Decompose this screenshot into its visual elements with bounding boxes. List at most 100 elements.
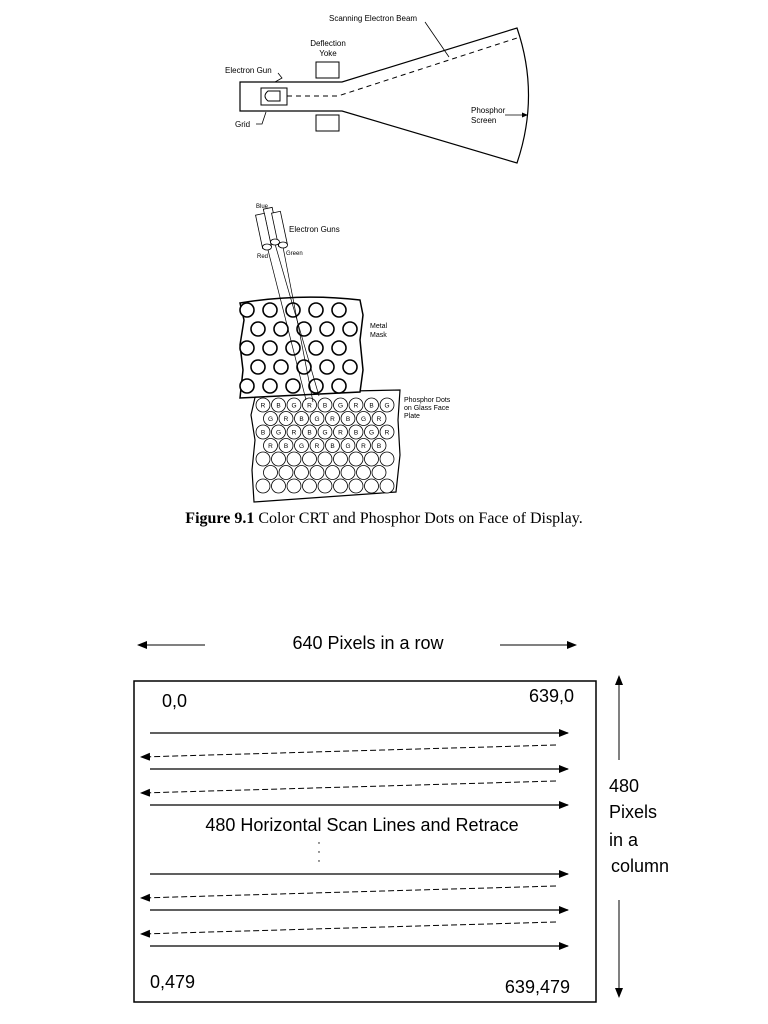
continuation-dot (318, 851, 320, 853)
phosphor-dot (271, 424, 286, 440)
phosphor-dot (379, 424, 395, 440)
grid-leader (256, 111, 267, 125)
phosphor-dot (340, 465, 356, 480)
corner-bottom-right: 639,479 (505, 977, 570, 997)
phosphor-dot-letter: B (284, 443, 288, 450)
phosphor-dot-letter: G (322, 430, 327, 437)
deflection-yoke-top (315, 61, 340, 79)
screen-label-line2: Screen (471, 116, 496, 125)
phosphor-dot (317, 478, 333, 494)
continuation-dot (318, 860, 320, 862)
phosphor-dot (263, 411, 278, 426)
phosphor-dot (371, 438, 387, 453)
electron-guns-label: Electron Guns (289, 225, 340, 234)
phosphor-dot-letter: G (338, 403, 343, 410)
figure-caption-text: Color CRT and Phosphor Dots on Face of D… (254, 510, 583, 527)
phosphor-dot (333, 451, 348, 467)
mask-hole (262, 378, 278, 394)
phosphor-dot-letter: R (315, 443, 320, 450)
mask-hole (331, 340, 347, 356)
phosphor-dot-letter: B (354, 430, 358, 437)
mask-hole (285, 378, 301, 394)
corner-top-right: 639,0 (529, 686, 574, 706)
phosphor-dot-letter: G (314, 416, 319, 423)
phosphor-dot (325, 438, 340, 453)
phosphor-dot (325, 411, 340, 426)
phosphor-dot-letter: B (369, 403, 373, 410)
mask-hole (262, 340, 278, 356)
mask-hole (342, 359, 358, 375)
phosphor-dot-letter: R (361, 443, 366, 450)
electron-gun-cathode (264, 90, 281, 102)
phosphor-dot (302, 424, 317, 440)
phosphor-dot-letter: B (346, 416, 350, 423)
green-gun-label: Green (286, 251, 303, 257)
phosphor-dot (263, 438, 278, 453)
phosphor-dot-letter: G (384, 403, 389, 410)
mask-hole (285, 302, 301, 318)
phosphor-dot (356, 465, 371, 480)
yoke-label-line2: Yoke (319, 49, 337, 58)
phosphor-dot-letter: G (268, 416, 273, 423)
phosphor-dot (294, 438, 309, 453)
blue-gun-label: Blue (256, 204, 269, 210)
mask-hole (308, 340, 324, 356)
phosphor-dot (379, 397, 395, 413)
row-width-label: 640 Pixels in a row (292, 633, 444, 653)
deflection-yoke-bottom (315, 114, 340, 132)
phosphor-dot (255, 478, 271, 494)
beam-label: Scanning Electron Beam (329, 14, 417, 23)
phosphor-dot (271, 478, 286, 494)
red-gun-label: Red (257, 254, 268, 260)
phosphor-dot (379, 451, 395, 467)
beam-line-red (267, 249, 307, 401)
metal-mask-label-line2: Mask (370, 332, 387, 339)
phosphor-dot-letter: R (330, 416, 335, 423)
column-label-line1: 480 (609, 776, 639, 796)
phosphor-dot-letter: B (299, 416, 303, 423)
phosphor-dot (278, 411, 294, 426)
phosphor-dot (364, 397, 379, 413)
crt-diagram: Scanning Electron Beam Deflection Yoke E… (225, 14, 530, 164)
mask-hole (239, 302, 255, 318)
phosphor-dot-letter: B (307, 430, 311, 437)
mask-hole (331, 302, 347, 318)
phosphor-dot (286, 397, 302, 413)
retrace-line (140, 885, 557, 902)
gun-label: Electron Gun (225, 66, 272, 75)
scan-lines-label: 480 Horizontal Scan Lines and Retrace (205, 815, 518, 835)
gun-tip-red (262, 243, 272, 251)
retrace-line (140, 744, 557, 761)
phosphor-dot-letter: B (261, 430, 265, 437)
phosphor-dot-letter: R (377, 416, 382, 423)
phosphor-dot (317, 424, 333, 440)
gun-tip-green (278, 241, 288, 249)
retrace-line (140, 921, 557, 938)
continuation-dot (318, 842, 320, 844)
phosphor-dot-letter: B (276, 403, 280, 410)
phosphor-dot-letter: G (299, 443, 304, 450)
phosphor-dot (348, 397, 364, 413)
phosphor-dot (348, 451, 364, 467)
crt-tube-outline (239, 27, 530, 164)
phosphor-dot (294, 411, 309, 426)
phosphor-dot (271, 397, 286, 413)
phosphor-dot-letter: G (361, 416, 366, 423)
phosphor-dot (340, 438, 356, 453)
mask-hole (342, 321, 358, 337)
yoke-label-line1: Deflection (310, 39, 346, 48)
column-label-line2: Pixels (609, 802, 657, 822)
phosphor-dot-letter: R (261, 403, 266, 410)
phosphor-dot-letter: G (276, 430, 281, 437)
mask-hole (296, 359, 312, 375)
mask-hole (273, 321, 289, 337)
phosphor-dot (309, 465, 325, 480)
screen-label-line1: Phosphor (471, 106, 506, 115)
display-frame (133, 680, 597, 1003)
phosphor-dot (294, 465, 309, 480)
mask-hole (239, 378, 255, 394)
phosphor-dot (364, 424, 379, 440)
phosphor-dot-letter: R (385, 430, 390, 437)
mask-hole (250, 359, 266, 375)
